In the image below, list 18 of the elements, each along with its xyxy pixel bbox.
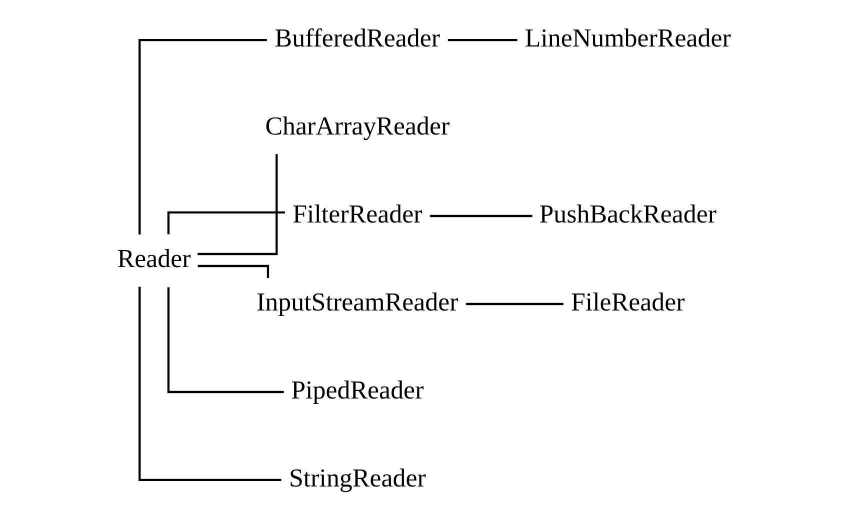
connector [138, 286, 281, 482]
node-text: Reader [116, 244, 190, 274]
node-text: LineNumberReader [524, 23, 730, 52]
node-text: StringReader [288, 463, 426, 492]
node-text: FilterReader [292, 199, 422, 228]
connector [429, 214, 532, 218]
connector [465, 302, 563, 306]
node-text: PushBackReader [538, 199, 716, 228]
node-text: PipedReader [290, 375, 424, 404]
connector [138, 38, 266, 235]
connector [166, 211, 284, 234]
connector [166, 287, 284, 394]
connector [447, 38, 517, 42]
node-text: FileReader [570, 287, 684, 316]
node-text: CharArrayReader [264, 111, 450, 140]
node-text: BufferedReader [274, 23, 440, 52]
connector [197, 154, 278, 256]
node-text: InputStreamReader [256, 287, 458, 316]
